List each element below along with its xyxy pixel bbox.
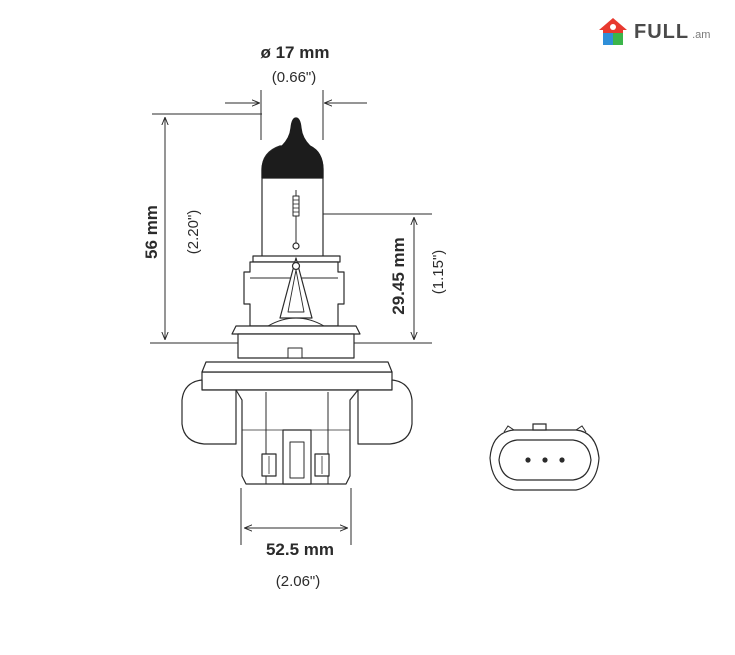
socket-inner (498, 439, 592, 481)
left-ear (181, 379, 237, 445)
height-inches: (2.20") (185, 210, 202, 255)
diameter-inches: (0.66") (272, 69, 317, 86)
reference-flange (231, 325, 361, 335)
height-dimension: 56 mm (2.20") (142, 113, 432, 344)
diameter-label: ø 17 mm (261, 43, 330, 62)
light-center-label: 29.45 mm (389, 237, 408, 315)
logo-domain: .am (692, 29, 711, 41)
right-ear (357, 379, 413, 445)
logo-house-icon (599, 18, 627, 45)
bulb-tip (261, 117, 324, 179)
socket-key (532, 423, 547, 431)
terminal (542, 457, 548, 463)
socket-end-view (489, 423, 600, 491)
light-center-inches: (1.15") (430, 250, 447, 295)
base-width-label: 52.5 mm (266, 540, 334, 559)
logo-brand: FULL (634, 20, 690, 43)
terminal (559, 457, 565, 463)
mounting-flange (201, 371, 393, 391)
base-width-inches: (2.06") (276, 573, 321, 590)
full-am-logo: FULL .am (596, 14, 710, 50)
h13-bulb (181, 117, 413, 485)
terminal (525, 457, 531, 463)
height-label: 56 mm (142, 205, 161, 259)
diameter-dimension: ø 17 mm (0.66") (225, 43, 367, 140)
base-width-dimension: 52.5 mm (2.06") (240, 488, 352, 590)
filament (292, 190, 300, 250)
